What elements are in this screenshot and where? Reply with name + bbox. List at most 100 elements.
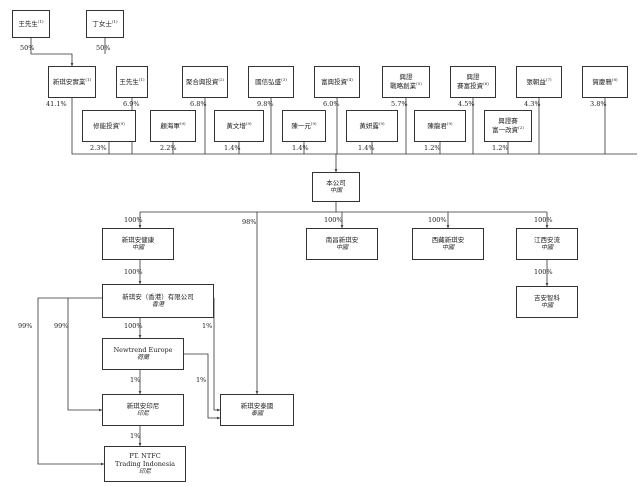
- pct-jian: 100%: [534, 268, 553, 276]
- entity-name: 興證: [466, 73, 480, 82]
- footnote-marker: (4): [347, 77, 353, 83]
- pct-xiuneng: 2.3%: [90, 144, 107, 152]
- entity-chen-yiyuan: 陳一元(9): [282, 110, 326, 142]
- entity-jurisdiction: 荷蘭: [136, 354, 149, 362]
- entity-name: 國信弘盛(3): [255, 77, 287, 87]
- footnote-marker: (9): [179, 121, 186, 127]
- entity-jurisdiction: 印尼: [136, 410, 149, 418]
- pct-xingtu-zhanlue: 5.7%: [391, 100, 408, 108]
- footnote-marker: (9): [310, 121, 317, 127]
- entity-name: 西藏新琪安: [431, 236, 465, 245]
- footnote-marker: (7): [545, 77, 552, 83]
- footnote-marker: (5): [416, 81, 422, 87]
- entity-name: 新琪安（香港）有限公司: [122, 293, 194, 302]
- entity-guoxin: 國信弘盛(3): [248, 66, 294, 98]
- entity-name: 陳一元(9): [291, 121, 317, 131]
- pct-xizang: 100%: [428, 216, 447, 224]
- footnote-marker: (1): [85, 77, 92, 83]
- connector-line: [71, 98, 637, 155]
- entity-name: 興證賽: [498, 117, 518, 126]
- entity-fuxing: 富興投資(4): [314, 66, 360, 98]
- footnote-marker: (9): [378, 121, 385, 127]
- pct-wang2: 6.9%: [123, 100, 140, 108]
- pct-zhang: 4.3%: [524, 100, 541, 108]
- pct-thailand-direct: 98%: [242, 218, 257, 226]
- footnote-marker: (2): [218, 77, 225, 83]
- pct-juhe: 6.8%: [190, 100, 207, 108]
- entity-jurisdiction: 中國: [335, 244, 348, 252]
- pct-hk: 100%: [124, 268, 143, 276]
- entity-name: 陳龍君(9): [427, 121, 453, 131]
- pct-europe: 100%: [124, 322, 143, 330]
- entity-name: 聚合興投資(2): [185, 77, 225, 87]
- entity-name: Newtrend Europe: [113, 346, 173, 355]
- connector-line: [30, 38, 73, 66]
- arrowhead: [70, 63, 74, 66]
- arrowhead: [217, 408, 220, 412]
- entity-name: 顧海軍(9): [160, 121, 186, 131]
- pct-ding: 50%: [96, 44, 111, 52]
- entity-nanchang: 南昌新琪安中國: [306, 228, 378, 260]
- entity-jian: 吉安智科中國: [516, 286, 578, 318]
- entity-name: 吉安智科: [534, 294, 560, 303]
- entity-thailand: 新琪安泰國泰國: [220, 394, 294, 426]
- entity-name: 修能投資(9): [93, 121, 125, 131]
- arrowhead: [138, 225, 142, 228]
- entity-huang-yan: 黃妍露(9): [346, 110, 398, 142]
- arrowhead: [138, 443, 142, 446]
- entity-name: 戰略創業(5): [390, 81, 422, 91]
- entity-indonesia: 新琪安印尼印尼: [102, 394, 184, 426]
- entity-xinqi-shiye: 新琪安實業(1): [48, 66, 96, 98]
- pct-wang-top: 50%: [20, 44, 35, 52]
- arrowhead: [545, 283, 549, 286]
- entity-hk: 新琪安（香港）有限公司香港: [102, 284, 214, 318]
- pct-nanchang: 100%: [324, 216, 343, 224]
- entity-name: 張朝益(7): [526, 77, 552, 87]
- pct-indo-left: 99%: [54, 322, 69, 330]
- entity-name: 新琪安印尼: [126, 402, 160, 411]
- entity-name: 新琪安健康: [121, 236, 155, 245]
- entity-jurisdiction: 中國: [540, 302, 553, 310]
- pct-health: 100%: [124, 216, 143, 224]
- connector-line: [37, 297, 104, 465]
- pct-fuxing: 6.0%: [323, 100, 340, 108]
- pct-xinqi-shiye: 41.1%: [46, 100, 67, 108]
- pct-jia: 3.8%: [590, 100, 607, 108]
- entity-xizang: 西藏新琪安中國: [412, 228, 484, 260]
- entity-name: 江西安流: [534, 236, 560, 245]
- arrowhead: [446, 225, 450, 228]
- entity-jiangxi: 江西安流中國: [516, 228, 578, 260]
- pct-eu-thai: 1%: [196, 376, 207, 384]
- pct-jiangxi: 100%: [534, 216, 553, 224]
- arrowhead: [138, 281, 142, 284]
- entity-name: 富興投資(4): [321, 77, 353, 87]
- entity-name: 黃妍露(9): [359, 121, 385, 131]
- footnote-marker: (8): [611, 77, 618, 83]
- pct-guoxin: 9.8%: [257, 100, 274, 108]
- pct-eu-indo: 1%: [130, 376, 141, 384]
- entity-xingtu-saifu: 興證賽富投資(6): [450, 66, 496, 98]
- footnote-marker: (9): [119, 121, 125, 127]
- connector-line: [184, 353, 220, 419]
- entity-name: Trading Indonesia: [114, 460, 176, 469]
- entity-name: 富一改資(2): [492, 125, 524, 135]
- entity-name: 新琪安泰國: [240, 402, 274, 411]
- entity-jia: 賀慶鴉(8): [582, 66, 628, 98]
- entity-jurisdiction: 中國: [131, 244, 144, 252]
- entity-name: 興證: [399, 73, 413, 82]
- footnote-marker: (6): [483, 81, 489, 87]
- pct-hk-thai: 1%: [202, 322, 213, 330]
- arrowhead: [101, 462, 104, 466]
- entity-name: 王先生(1): [119, 77, 145, 87]
- footnote-marker: (9): [446, 121, 453, 127]
- pct-indo-pt: 1%: [130, 432, 141, 440]
- entity-xingtu-zhanlue: 興證戰略創業(5): [382, 66, 430, 98]
- entity-wang-top: 王先生(1): [12, 10, 50, 38]
- pct-pt-left: 99%: [18, 322, 33, 330]
- entity-xingtu-fu1: 興證賽富一改資(2): [484, 110, 532, 142]
- arrowhead: [545, 225, 549, 228]
- arrowhead: [334, 169, 338, 172]
- connector-line: [67, 297, 102, 411]
